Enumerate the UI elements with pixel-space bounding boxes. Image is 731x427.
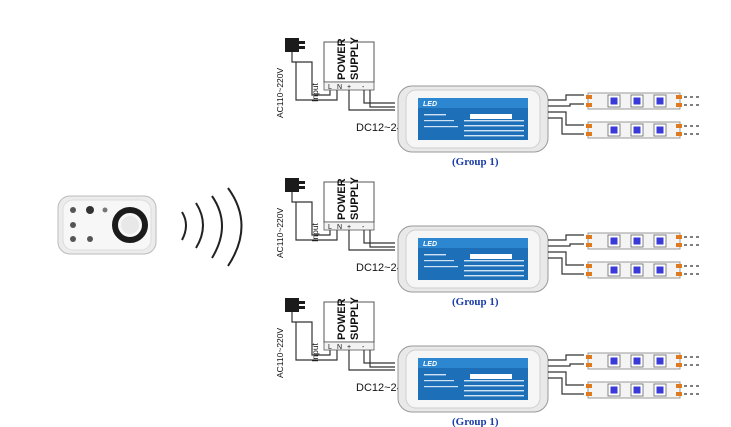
led-controller: LED [397, 345, 549, 413]
led-chip [607, 383, 621, 397]
controller-brand: LED [423, 241, 437, 248]
led-controller: LED [397, 225, 549, 293]
led-chip [653, 354, 667, 368]
ac-plug-icon [285, 178, 305, 203]
controller-brand: LED [423, 361, 437, 368]
group-label: (Group 1) [452, 296, 499, 308]
led-chip [653, 123, 667, 137]
psu-label-line2: SUPPLY [349, 296, 361, 340]
led-strip [586, 121, 702, 139]
dc-voltage-label: DC12~24V [356, 262, 411, 274]
dc-voltage-label: DC12~24V [356, 382, 411, 394]
led-chip [607, 263, 621, 277]
input-label: Input [310, 342, 320, 362]
ac-plug-icon [285, 298, 305, 323]
led-chip [653, 234, 667, 248]
terminal-label: - [362, 84, 365, 91]
led-strip [586, 352, 702, 370]
terminal-label: L [328, 84, 332, 91]
led-chip [607, 234, 621, 248]
psu-label-line1: POWER [336, 38, 348, 80]
group-label: (Group 1) [452, 416, 499, 427]
psu-label-line1: POWER [336, 178, 348, 220]
dial-ring-icon [112, 207, 148, 243]
led-strip [586, 261, 702, 279]
remote-control [57, 195, 157, 255]
terminal-label: + [347, 344, 351, 351]
ac-voltage-label: AC110~220V [275, 327, 285, 378]
led-controller: LED [397, 85, 549, 153]
led-chip [630, 263, 644, 277]
led-strip [586, 92, 702, 110]
terminal-label: + [347, 224, 351, 231]
ac-voltage-label: AC110~220V [275, 207, 285, 258]
led-chip [653, 383, 667, 397]
terminal-label: N [337, 224, 342, 231]
led-chip [607, 123, 621, 137]
terminal-label: N [337, 84, 342, 91]
psu-label-line1: POWER [336, 298, 348, 340]
led-chip [630, 354, 644, 368]
dc-voltage-label: DC12~24V [356, 122, 411, 134]
led-strip [586, 381, 702, 399]
controller-brand: LED [423, 101, 437, 108]
terminal-label: L [328, 224, 332, 231]
terminal-label: L [328, 344, 332, 351]
group-label: (Group 1) [452, 156, 499, 168]
led-chip [653, 263, 667, 277]
led-chip [653, 94, 667, 108]
terminal-label: - [362, 224, 365, 231]
terminal-label: + [347, 84, 351, 91]
ac-plug-icon [285, 38, 305, 63]
terminal-label: - [362, 344, 365, 351]
led-chip [607, 354, 621, 368]
led-chip [630, 383, 644, 397]
led-chip [630, 123, 644, 137]
terminal-label: N [337, 344, 342, 351]
ac-voltage-label: AC110~220V [275, 67, 285, 118]
input-label: Input [310, 82, 320, 102]
led-strip [586, 232, 702, 250]
signal-waves-icon [181, 187, 243, 267]
psu-label-line2: SUPPLY [349, 36, 361, 80]
power-button-icon [86, 206, 94, 214]
input-label: Input [310, 222, 320, 242]
led-chip [607, 94, 621, 108]
led-chip [630, 94, 644, 108]
led-chip [630, 234, 644, 248]
psu-label-line2: SUPPLY [349, 176, 361, 220]
